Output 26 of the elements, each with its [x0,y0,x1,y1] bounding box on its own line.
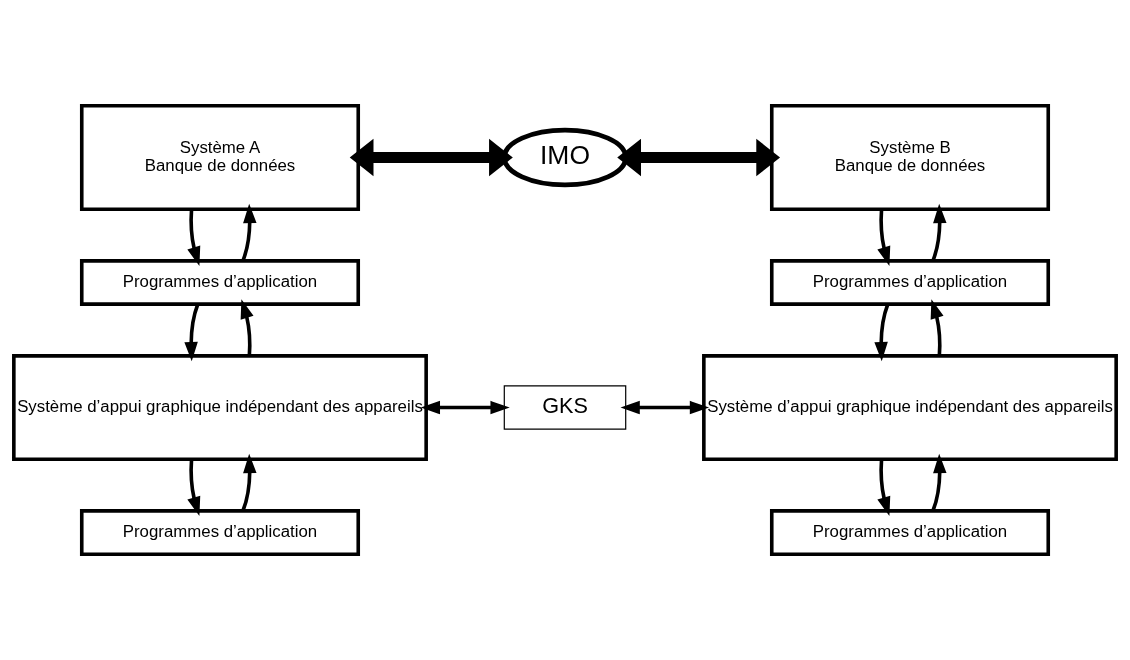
arrow [931,203,947,262]
node-box: Programmes d’application [79,259,361,306]
node-box: GKS [503,385,627,430]
node-ellipse: IMO [501,127,629,188]
node-box: Système d’appui graphique indépendant des appareils [702,354,1118,462]
arrow [241,453,257,512]
arrow [420,400,510,415]
node-box: Programmes d’application [79,509,361,556]
node-box: Système d’appui graphique indépendant des appareils [12,354,428,462]
node-box: Programmes d’application [769,259,1051,306]
arrow [877,459,891,517]
arrow [349,138,513,177]
arrow [931,453,947,512]
arrow [187,459,201,517]
arrow [877,209,891,267]
arrow [240,299,254,356]
arrow [874,303,890,362]
node-box: Système A Banque de données [79,104,361,211]
node-box: Système B Banque de données [769,104,1051,211]
arrow [184,303,200,362]
arrow [241,203,257,262]
arrow [187,209,201,267]
node-box: Programmes d’application [769,509,1051,556]
arrow [930,299,944,356]
arrow [617,138,781,177]
arrow [620,400,710,415]
